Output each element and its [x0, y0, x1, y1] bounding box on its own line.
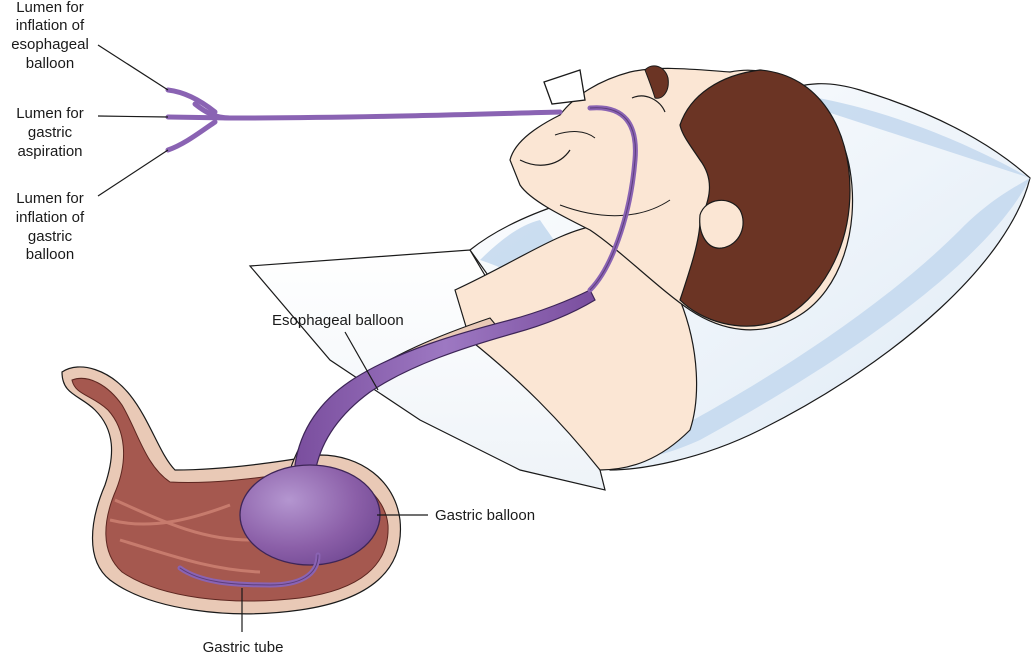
eyebrow — [644, 65, 669, 99]
patient-neck — [454, 223, 698, 471]
tube-branch-gastric — [165, 119, 218, 153]
svg-text:esophageal: esophageal — [11, 36, 89, 53]
label-gastric-balloon: Gastric balloon — [435, 507, 535, 524]
label-esophageal-lumen: Lumen for inflation of esophageal balloo… — [11, 0, 89, 72]
main-tube-external — [192, 101, 563, 121]
svg-text:gastric: gastric — [28, 124, 73, 141]
tube-branch-esophageal — [165, 87, 218, 115]
svg-text:gastric: gastric — [28, 228, 73, 245]
tube-branch-aspiration — [165, 114, 233, 121]
svg-text:Lumen for: Lumen for — [16, 105, 84, 122]
svg-text:balloon: balloon — [26, 246, 74, 263]
patient-head — [509, 65, 854, 331]
svg-text:aspiration: aspiration — [17, 143, 82, 160]
label-aspiration-lumen: Lumen for gastric aspiration — [16, 105, 84, 160]
leader-lines — [97, 44, 428, 632]
svg-text:Lumen for: Lumen for — [16, 0, 84, 16]
esophageal-balloon — [294, 289, 596, 475]
label-gastric-lumen: Lumen for inflation of gastric balloon — [16, 190, 85, 263]
svg-text:Lumen for: Lumen for — [16, 190, 84, 207]
ear — [699, 199, 744, 249]
svg-text:balloon: balloon — [26, 55, 74, 72]
gastric-balloon — [239, 464, 381, 566]
svg-text:inflation of: inflation of — [16, 17, 85, 34]
label-gastric-tube: Gastric tube — [203, 639, 284, 656]
tube-fixation-tape — [543, 69, 586, 105]
svg-text:inflation of: inflation of — [16, 209, 85, 226]
patient-hair — [679, 69, 851, 327]
label-esophageal-balloon: Esophageal balloon — [272, 312, 404, 329]
